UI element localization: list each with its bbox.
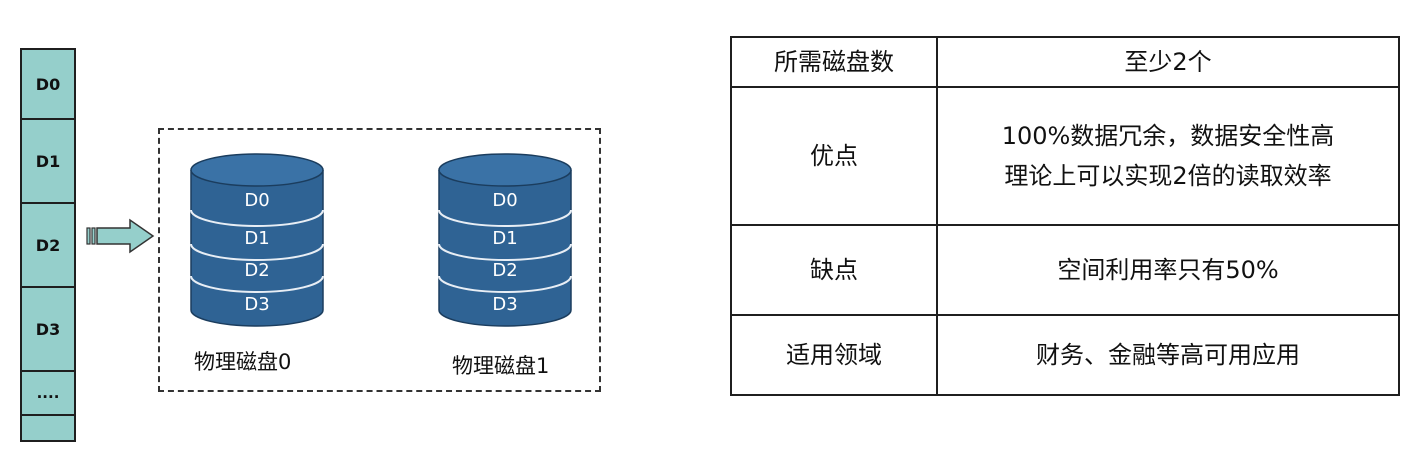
disk-1-block-d1: D1: [492, 228, 517, 249]
row-label-disks-required: 所需磁盘数: [730, 36, 938, 88]
disk-1-block-d2: D2: [492, 260, 517, 281]
row-label-applications: 适用领域: [730, 314, 938, 396]
stack-cell-d1: D1: [22, 120, 74, 204]
row-label-advantages: 优点: [730, 86, 938, 226]
table-row-advantages: 优点 100%数据冗余，数据安全性高 理论上可以实现2倍的读取效率: [730, 86, 1400, 226]
value-line: 理论上可以实现2倍的读取效率: [1004, 162, 1332, 190]
disk-0-block-d0: D0: [244, 190, 269, 211]
table-row-disks-required: 所需磁盘数 至少2个: [730, 36, 1400, 88]
value-line: 至少2个: [1124, 48, 1212, 76]
mirror-group-box: [158, 128, 601, 392]
disk-0-label: 物理磁盘0: [194, 350, 292, 374]
stack-cell-more: ....: [22, 372, 74, 416]
disk-0-block-d3: D3: [244, 294, 269, 315]
row-value-advantages: 100%数据冗余，数据安全性高 理论上可以实现2倍的读取效率: [936, 86, 1400, 226]
disk-0-block-d2: D2: [244, 260, 269, 281]
stack-cell-d2: D2: [22, 204, 74, 288]
disk-1-block-d0: D0: [492, 190, 517, 211]
value-line: 财务、金融等高可用应用: [1036, 341, 1300, 369]
raid1-properties-table: 所需磁盘数 至少2个 优点 100%数据冗余，数据安全性高 理论上可以实现2倍的…: [730, 36, 1400, 396]
disk-1-block-d3: D3: [492, 294, 517, 315]
disk-1-label: 物理磁盘1: [452, 354, 550, 378]
disk-0-cylinder: D0 D1 D2 D3: [190, 153, 324, 327]
stack-cell-d0: D0: [22, 50, 74, 120]
right-arrow-icon: [86, 218, 155, 254]
data-stack: D0 D1 D2 D3 ....: [20, 48, 76, 442]
stack-cell-d3: D3: [22, 288, 74, 372]
disk-1-cylinder: D0 D1 D2 D3: [438, 153, 572, 327]
value-line: 100%数据冗余，数据安全性高: [1001, 122, 1335, 150]
row-label-disadvantages: 缺点: [730, 224, 938, 316]
table-row-applications: 适用领域 财务、金融等高可用应用: [730, 314, 1400, 396]
disk-0-block-d1: D1: [244, 228, 269, 249]
row-value-disks-required: 至少2个: [936, 36, 1400, 88]
table-row-disadvantages: 缺点 空间利用率只有50%: [730, 224, 1400, 316]
value-line: 空间利用率只有50%: [1057, 256, 1279, 284]
row-value-applications: 财务、金融等高可用应用: [936, 314, 1400, 396]
row-value-disadvantages: 空间利用率只有50%: [936, 224, 1400, 316]
